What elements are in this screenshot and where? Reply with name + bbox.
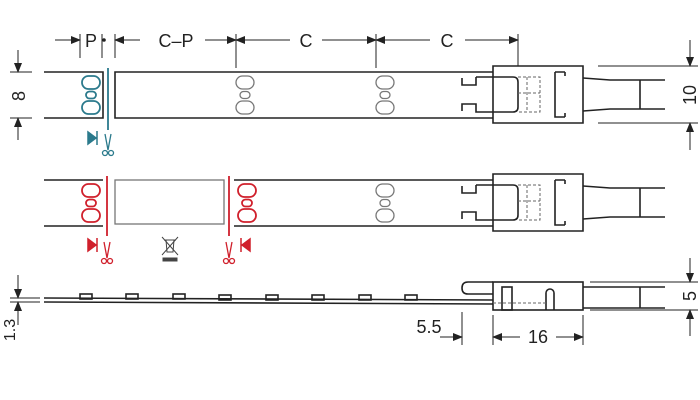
led-icon <box>81 75 101 115</box>
dim-strip-thickness-label: 1.3 <box>2 319 19 341</box>
clip-connector <box>461 173 666 232</box>
cut-marker-icon <box>87 237 98 253</box>
dim-connector-length-label: 16 <box>528 327 548 347</box>
cut-marker-icon <box>87 130 98 146</box>
waste-segment <box>114 179 225 225</box>
dim-cut-to-led-label: C–P <box>158 31 193 51</box>
dim-led-spacing-label: C <box>300 31 313 51</box>
led-icon <box>81 183 101 223</box>
dim-led-spacing-label: C <box>441 31 454 51</box>
scissors-icon <box>222 241 236 265</box>
strip-side-view: 1.3 5 5.5 16 <box>2 258 700 347</box>
scissors-icon <box>101 133 115 157</box>
led-icon <box>237 183 257 223</box>
dim-connector-width-label: 10 <box>680 85 700 105</box>
led-bumps <box>79 293 418 301</box>
dim-connector-height-label: 5 <box>680 291 700 301</box>
waste-bin-crossed-icon <box>161 236 179 262</box>
cut-marker-icon <box>240 237 251 253</box>
strip-top-view-cut-at-marker: 8 10 <box>9 40 700 157</box>
dim-strip-width-label: 8 <box>9 91 29 101</box>
dim-hook-offset-label: 5.5 <box>416 317 441 337</box>
top-dimension-chain: P C–P C C <box>55 30 519 68</box>
led-icon <box>235 75 255 115</box>
strip-top-view-waste-cut <box>44 173 666 265</box>
scissors-icon <box>100 241 114 265</box>
led-icon <box>375 183 395 223</box>
connector-side <box>492 281 584 311</box>
dim-pitch-label: P <box>85 31 97 51</box>
led-icon <box>375 75 395 115</box>
clip-connector <box>461 65 666 124</box>
